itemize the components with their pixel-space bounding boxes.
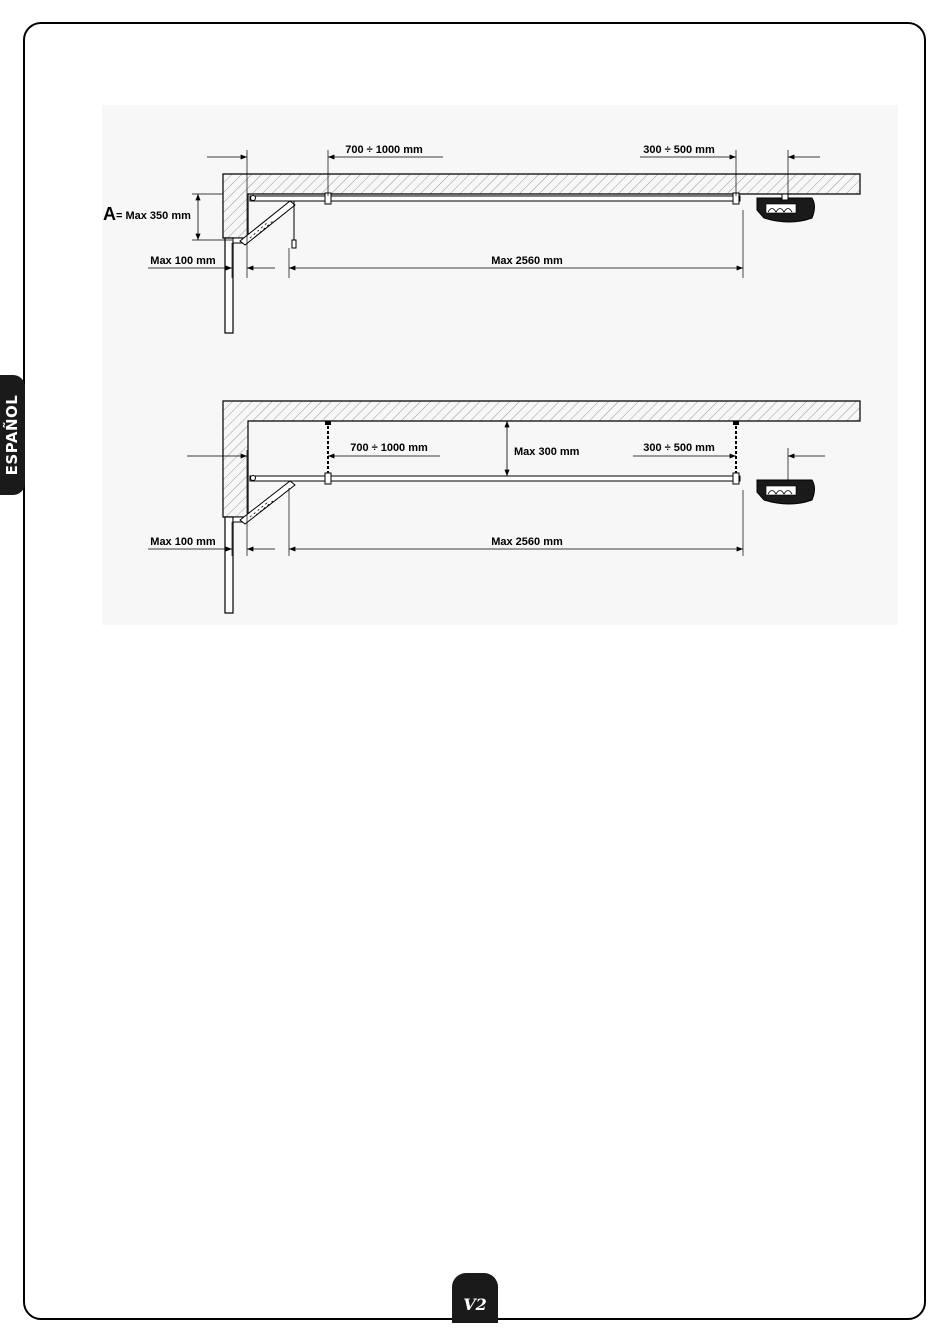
dim-height-1: = Max 350 mm	[116, 210, 191, 222]
brand-logo: V2	[452, 1295, 498, 1314]
dim-height-2: Max 300 mm	[514, 446, 580, 458]
motor-1	[757, 198, 815, 222]
diagram-2: 700 ÷ 1000 mm Max 300 mm 300 ÷ 500 mm Ma…	[148, 401, 860, 613]
dim-rail-1: Max 2560 mm	[491, 255, 563, 267]
motor-2	[757, 480, 815, 504]
dim-spring-2: 700 ÷ 1000 mm	[350, 442, 428, 454]
dim-motor-2: 300 ÷ 500 mm	[643, 442, 715, 454]
label-a: A	[103, 204, 116, 224]
rail-2	[250, 476, 740, 481]
dim-spring-1: 700 ÷ 1000 mm	[345, 144, 423, 156]
dim-wall-1: Max 100 mm	[150, 255, 216, 267]
dim-rail-2: Max 2560 mm	[491, 536, 563, 548]
rail-1	[250, 196, 740, 201]
dim-motor-1: 300 ÷ 500 mm	[643, 144, 715, 156]
dim-wall-2: Max 100 mm	[150, 536, 216, 548]
diagram-1: 700 ÷ 1000 mm 300 ÷ 500 mm A = Max 350 m…	[103, 144, 860, 333]
